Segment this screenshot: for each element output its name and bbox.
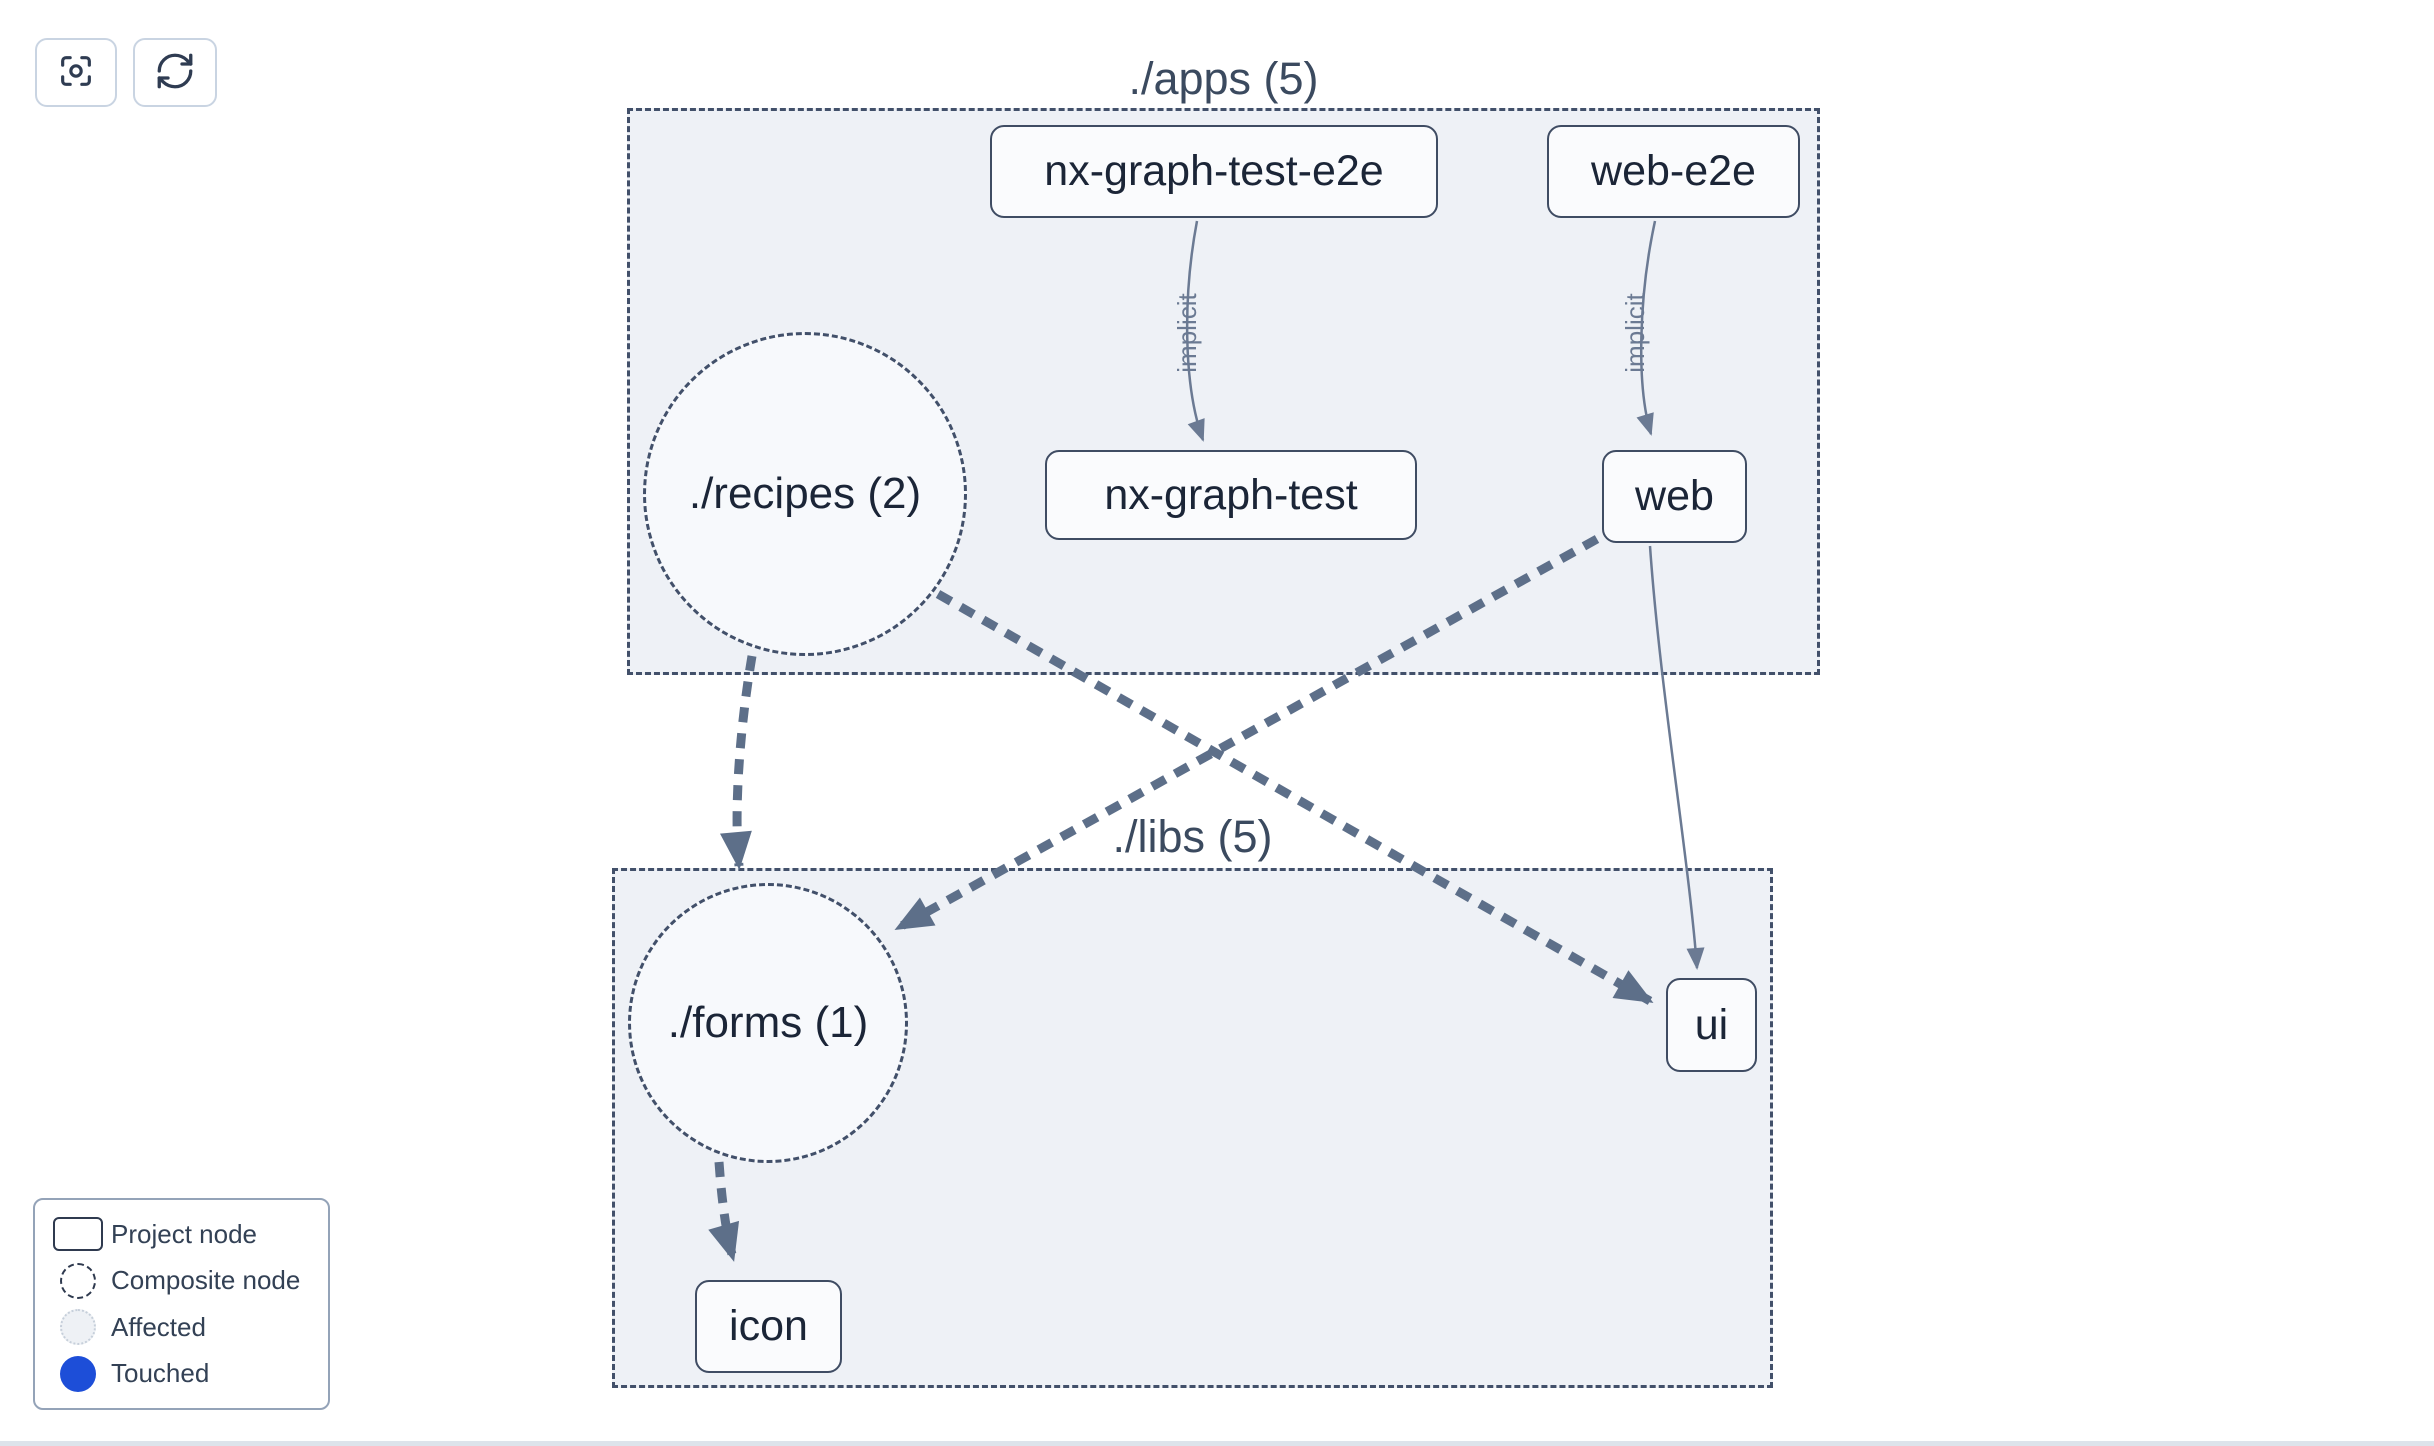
group-label-libs: ./libs (5) xyxy=(1112,811,1273,862)
project-node-nx-graph-test[interactable]: nx-graph-test xyxy=(1045,450,1417,540)
focus-mode-button[interactable] xyxy=(35,38,117,107)
refresh-button[interactable] xyxy=(133,38,217,107)
legend-label: Project node xyxy=(111,1218,257,1249)
legend: Project node Composite node Affected Tou… xyxy=(33,1198,330,1410)
composite-node-forms[interactable]: ./forms (1) xyxy=(628,883,908,1163)
project-node-label: web-e2e xyxy=(1591,147,1756,195)
project-node-web-e2e[interactable]: web-e2e xyxy=(1547,125,1800,218)
legend-item-affected: Affected xyxy=(45,1305,318,1349)
composite-node-recipes[interactable]: ./recipes (2) xyxy=(643,332,967,656)
composite-node-swatch-icon xyxy=(60,1262,96,1299)
composite-node-label: ./recipes (2) xyxy=(688,469,922,518)
group-label-apps: ./apps (5) xyxy=(1128,53,1319,104)
legend-label: Composite node xyxy=(111,1265,301,1296)
affected-swatch-icon xyxy=(60,1309,96,1346)
legend-item-composite-node: Composite node xyxy=(45,1259,318,1303)
composite-node-label: ./forms (1) xyxy=(667,998,869,1047)
scan-focus-icon xyxy=(56,51,96,94)
project-node-nx-graph-test-e2e[interactable]: nx-graph-test-e2e xyxy=(990,125,1438,218)
project-node-ui[interactable]: ui xyxy=(1666,978,1757,1072)
project-node-web[interactable]: web xyxy=(1602,450,1747,543)
project-node-label: web xyxy=(1635,472,1714,520)
project-node-swatch-icon xyxy=(53,1217,103,1251)
refresh-icon xyxy=(154,50,196,95)
project-node-icon[interactable]: icon xyxy=(695,1280,842,1373)
project-node-label: nx-graph-test-e2e xyxy=(1044,147,1384,195)
legend-item-touched: Touched xyxy=(45,1352,318,1396)
touched-swatch-icon xyxy=(60,1355,96,1392)
legend-item-project-node: Project node xyxy=(45,1212,318,1256)
legend-label: Touched xyxy=(111,1358,210,1389)
project-node-label: ui xyxy=(1694,1000,1729,1049)
project-node-label: icon xyxy=(729,1302,808,1350)
project-node-label: nx-graph-test xyxy=(1104,470,1358,519)
legend-label: Affected xyxy=(111,1311,206,1342)
